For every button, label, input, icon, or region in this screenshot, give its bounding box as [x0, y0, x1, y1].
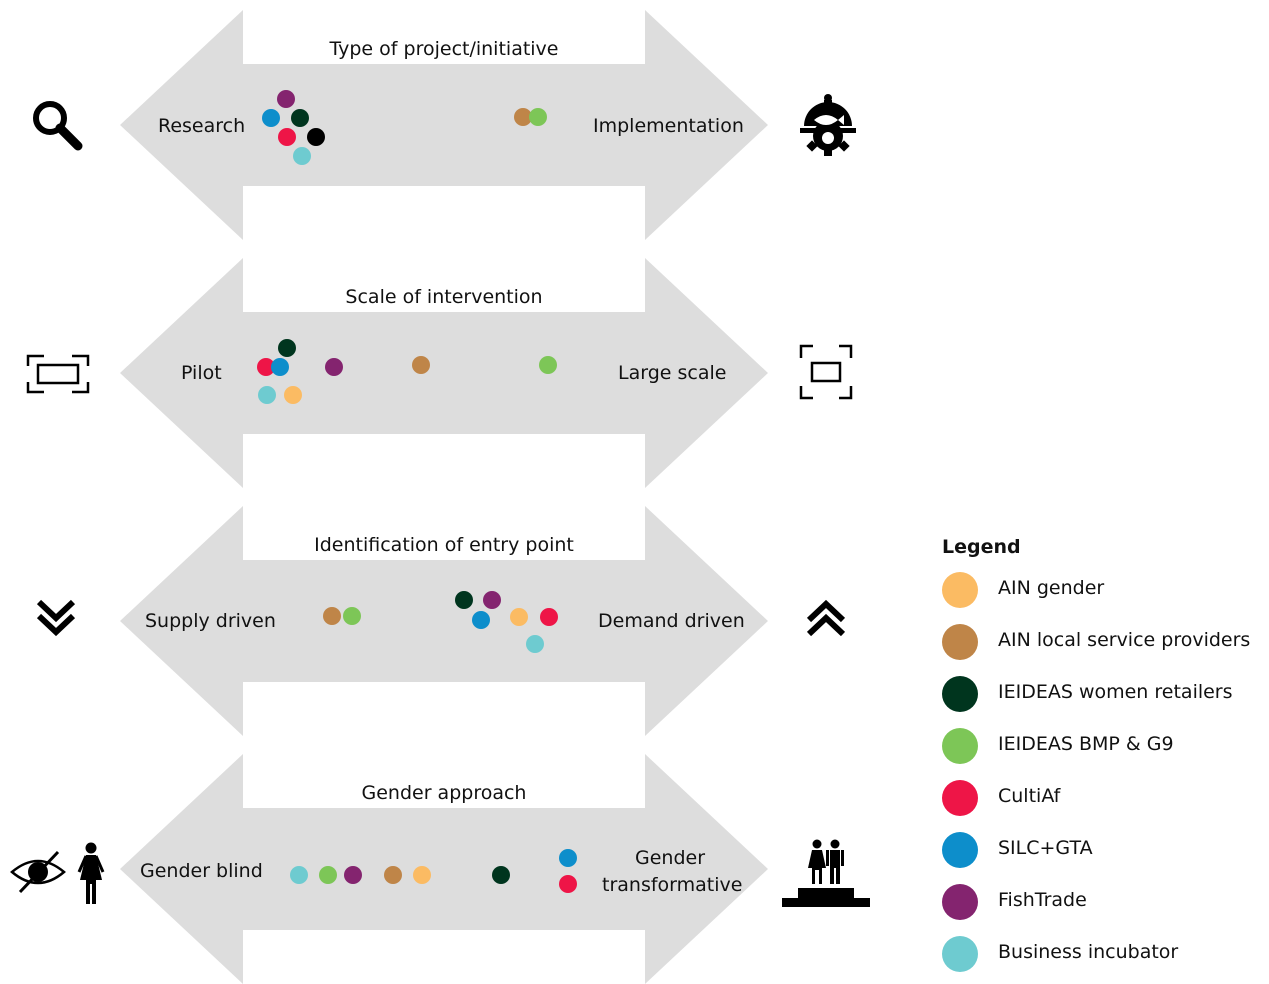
legend-swatch — [942, 832, 978, 868]
panel-title: Scale of intervention — [345, 286, 543, 308]
dot-ieideas-bmp — [529, 108, 547, 126]
dot-fishtrade — [483, 591, 501, 609]
dot-fishtrade — [344, 866, 362, 884]
magnifier-icon — [33, 101, 83, 151]
legend-swatch — [942, 676, 978, 712]
double-arrow — [120, 506, 768, 736]
legend-item: AIN local service providers — [942, 620, 1269, 672]
dot-ieideas-bmp — [343, 607, 361, 625]
panel-gender-approach: Gender approach Gender blind Gender tran… — [0, 754, 940, 984]
dot-cultiaf — [278, 128, 296, 146]
dot-silc-gta — [262, 109, 280, 127]
legend-swatch — [942, 624, 978, 660]
dot-silc-gta — [472, 611, 490, 629]
dot-black — [307, 128, 325, 146]
dot-business-incubator — [293, 147, 311, 165]
legend-label: Business incubator — [998, 941, 1179, 963]
double-arrow — [120, 754, 768, 984]
double-arrow — [120, 258, 768, 488]
panel-title: Type of project/initiative — [329, 38, 559, 60]
legend-label: AIN local service providers — [998, 629, 1251, 651]
double-chevron-up-icon — [806, 599, 846, 637]
panel-scale: Scale of intervention Pilot Large scale — [0, 258, 940, 488]
double-chevron-down-icon — [36, 599, 76, 637]
legend-item: AIN gender — [942, 568, 1269, 620]
dot-cultiaf — [559, 875, 577, 893]
right-label-line2: transformative — [602, 874, 743, 896]
legend-swatch — [942, 884, 978, 920]
legend-label: CultiAf — [998, 785, 1061, 807]
left-label: Pilot — [181, 362, 222, 384]
panel-title: Identification of entry point — [314, 534, 574, 556]
dot-ain-local — [412, 356, 430, 374]
couple-podium-icon — [782, 839, 870, 907]
panel-entry-point: Identification of entry point Supply dri… — [0, 506, 940, 736]
dot-ieideas-women — [278, 339, 296, 357]
double-arrow — [120, 10, 768, 240]
fish-gear-icon — [800, 94, 856, 156]
legend-item: Business incubator — [942, 932, 1269, 984]
woman-icon — [77, 842, 105, 904]
dot-ieideas-bmp — [319, 866, 337, 884]
dot-ain-local — [514, 108, 532, 126]
right-label: Implementation — [593, 115, 744, 137]
right-label-line1: Gender — [634, 847, 706, 869]
wide-frame-icon — [26, 354, 90, 394]
legend-swatch — [942, 936, 978, 972]
dot-business-incubator — [526, 635, 544, 653]
left-label: Supply driven — [145, 610, 276, 632]
dot-cultiaf — [540, 608, 558, 626]
hidden-eye-icon — [10, 850, 66, 894]
legend-title: Legend — [942, 536, 1021, 558]
legend-label: SILC+GTA — [998, 837, 1093, 859]
legend-swatch — [942, 572, 978, 608]
legend-item: CultiAf — [942, 776, 1269, 828]
legend-swatch — [942, 728, 978, 764]
dot-ain-gender — [413, 866, 431, 884]
dot-business-incubator — [290, 866, 308, 884]
legend-item: IEIDEAS women retailers — [942, 672, 1269, 724]
dot-business-incubator — [258, 386, 276, 404]
dot-fishtrade — [277, 90, 295, 108]
dot-fishtrade — [325, 358, 343, 376]
dot-ieideas-women — [455, 591, 473, 609]
dot-cultiaf — [257, 358, 275, 376]
dot-ain-local — [323, 607, 341, 625]
dot-ain-gender — [284, 386, 302, 404]
legend-item: IEIDEAS BMP & G9 — [942, 724, 1269, 776]
dot-ieideas-women — [492, 866, 510, 884]
left-label: Gender blind — [140, 860, 263, 882]
legend-label: FishTrade — [998, 889, 1087, 911]
dot-ieideas-women — [291, 109, 309, 127]
panel-title: Gender approach — [361, 782, 527, 804]
right-label: Large scale — [618, 362, 727, 384]
legend-swatch — [942, 780, 978, 816]
dot-silc-gta — [271, 358, 289, 376]
panel-project-type: Type of project/initiative Research Impl… — [0, 10, 940, 240]
focus-frame-icon — [799, 344, 853, 400]
legend-item: FishTrade — [942, 880, 1269, 932]
right-label: Demand driven — [598, 610, 745, 632]
dot-silc-gta — [559, 849, 577, 867]
legend-item: SILC+GTA — [942, 828, 1269, 880]
legend-label: IEIDEAS women retailers — [998, 681, 1233, 703]
dot-ieideas-bmp — [539, 356, 557, 374]
dot-ain-local — [384, 866, 402, 884]
dot-ain-gender — [510, 608, 528, 626]
legend-label: AIN gender — [998, 577, 1105, 599]
legend: Legend AIN gender AIN local service prov… — [942, 536, 1269, 984]
legend-label: IEIDEAS BMP & G9 — [998, 733, 1174, 755]
left-label: Research — [158, 115, 246, 137]
